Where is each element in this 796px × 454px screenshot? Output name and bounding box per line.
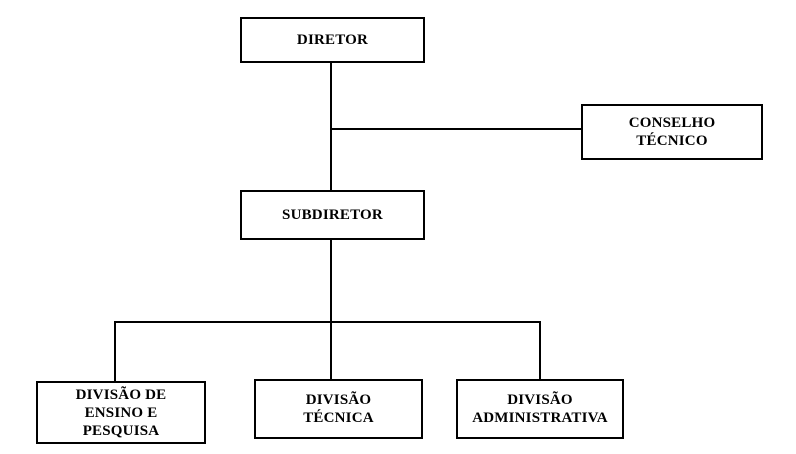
node-divisao-administrativa-label: DIVISÃO ADMINISTRATIVA: [472, 392, 608, 426]
node-divisao-ensino-pesquisa-label: DIVISÃO DE ENSINO E PESQUISA: [75, 386, 167, 439]
node-subdiretor-label: SUBDIRETOR: [282, 207, 383, 223]
node-divisao-tecnica: DIVISÃO TÉCNICA: [254, 379, 423, 439]
node-diretor: DIRETOR: [240, 17, 425, 63]
node-diretor-label: DIRETOR: [296, 32, 369, 48]
node-divisao-tecnica-label: DIVISÃO TÉCNICA: [303, 392, 374, 426]
node-conselho-tecnico-label: CONSELHO TÉCNICO: [628, 115, 716, 149]
node-divisao-ensino-pesquisa: DIVISÃO DE ENSINO E PESQUISA: [36, 381, 206, 444]
node-conselho-tecnico: CONSELHO TÉCNICO: [581, 104, 763, 160]
node-divisao-administrativa: DIVISÃO ADMINISTRATIVA: [456, 379, 624, 439]
node-subdiretor: SUBDIRETOR: [240, 190, 425, 240]
